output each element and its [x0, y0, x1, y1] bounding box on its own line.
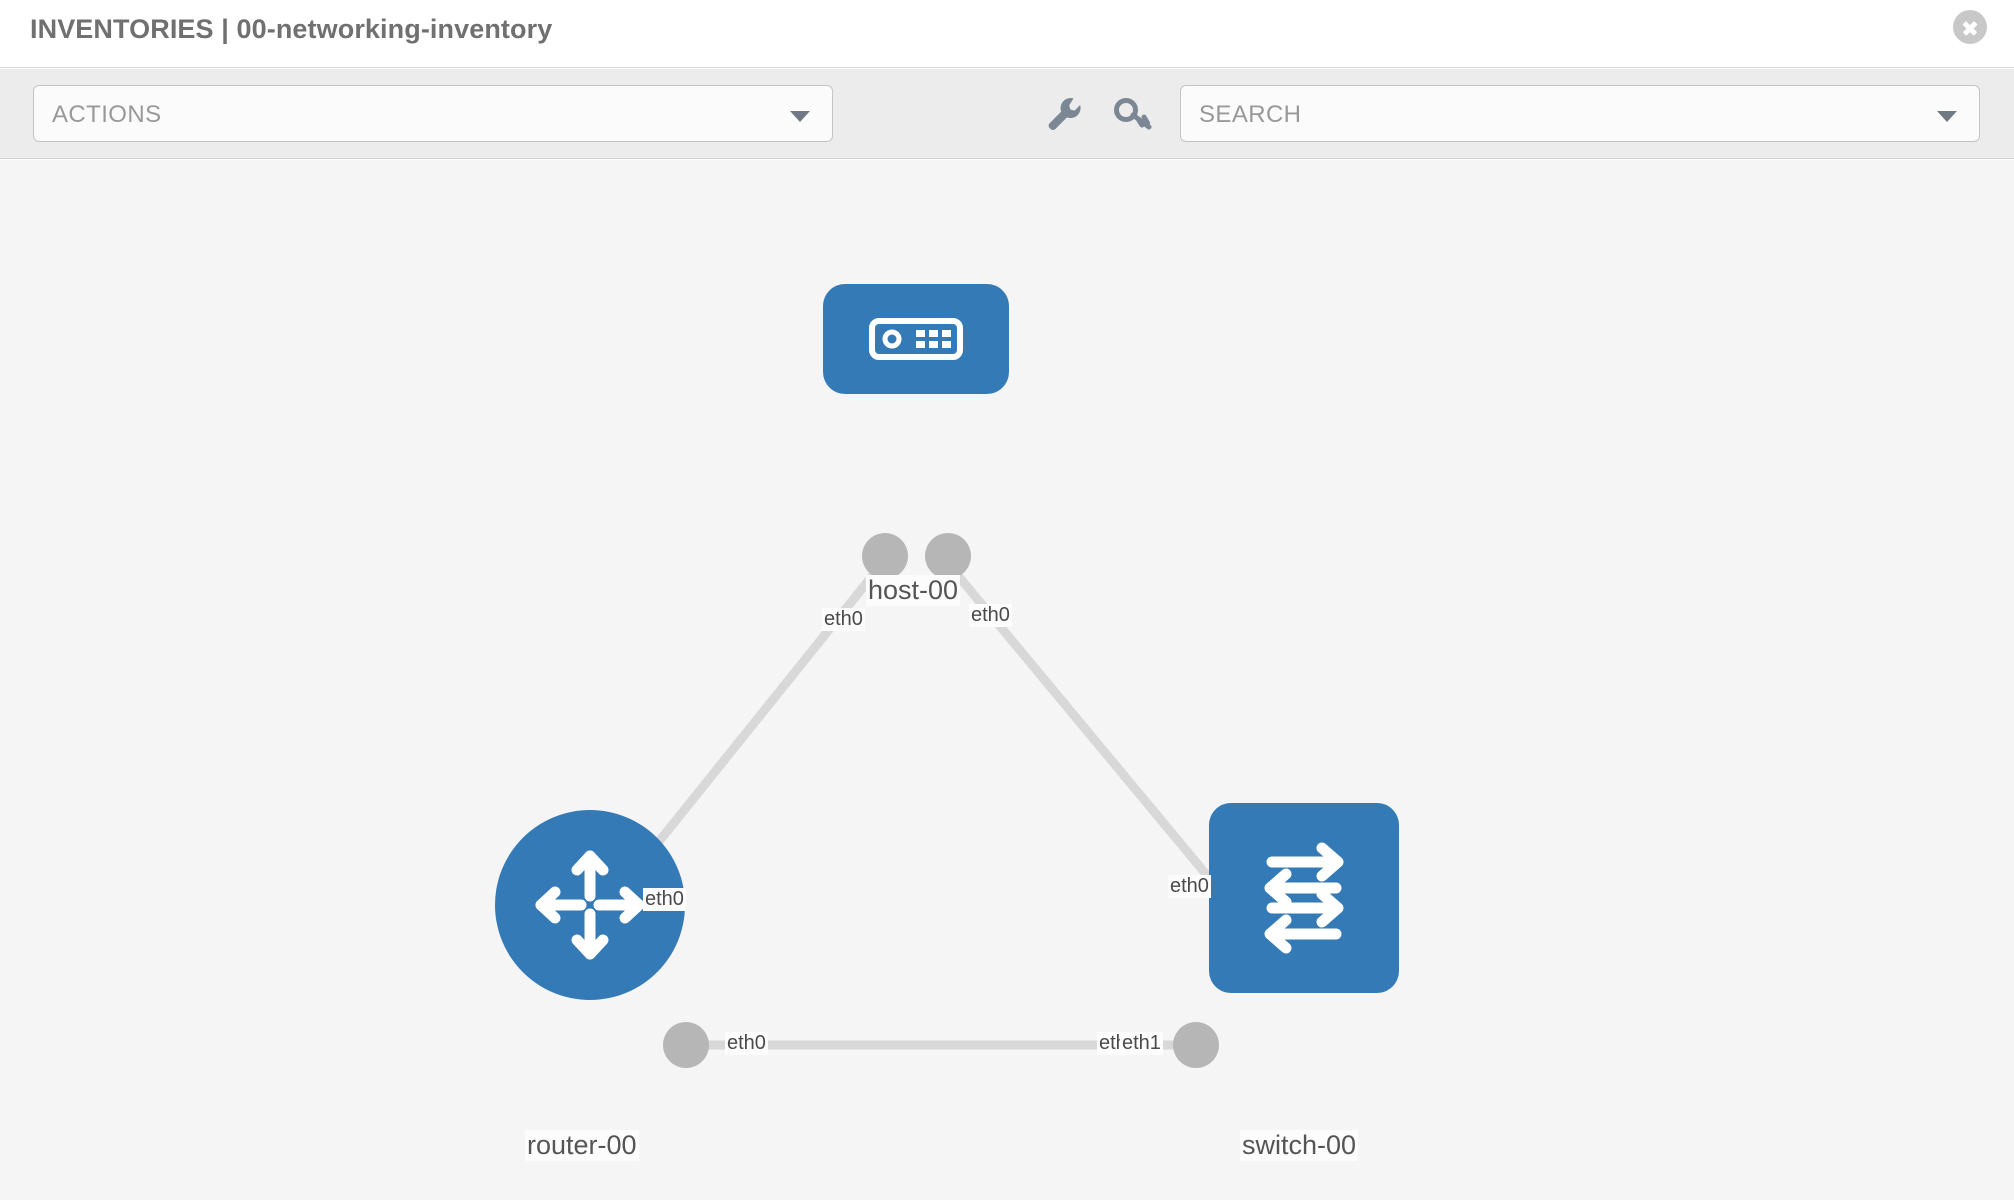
node-label-host: host-00	[866, 575, 961, 606]
chevron-down-icon	[790, 111, 810, 122]
search-input[interactable]: SEARCH	[1180, 85, 1980, 142]
router-arrows-icon	[535, 850, 645, 960]
port-switch-left	[1173, 1022, 1219, 1068]
toolbar: ACTIONS SEARCH	[0, 69, 2014, 159]
page-header: INVENTORIES | 00-networking-inventory	[0, 0, 2014, 68]
edge-label-router-switch-source: eth0	[725, 1032, 768, 1055]
switch-arrows-icon	[1264, 842, 1344, 954]
search-placeholder: SEARCH	[1199, 101, 1302, 128]
node-label-switch: switch-00	[1240, 1130, 1359, 1161]
actions-dropdown-label: ACTIONS	[52, 101, 162, 128]
edge-label-host-router-source: eth0	[822, 608, 865, 631]
node-label-router: router-00	[525, 1130, 639, 1161]
topology-canvas[interactable]: host-00 router-00 switch-00 eth0 eth0 et…	[0, 160, 2014, 1200]
edge-label-router-switch-target: eth1	[1120, 1032, 1163, 1055]
node-host-00[interactable]	[823, 284, 1009, 394]
edge-label-switch-host-target: eth0	[1168, 875, 1211, 898]
port-host-right	[925, 533, 971, 579]
port-router-right	[663, 1022, 709, 1068]
actions-dropdown[interactable]: ACTIONS	[33, 85, 833, 142]
server-icon	[869, 318, 963, 360]
chevron-down-icon	[1937, 111, 1957, 122]
wrench-icon[interactable]	[1040, 89, 1088, 137]
close-icon[interactable]	[1953, 10, 1987, 44]
key-icon[interactable]	[1108, 89, 1156, 137]
edge-label-host-switch-source: eth0	[969, 604, 1012, 627]
edge-label-router-host-target: eth0	[643, 888, 686, 911]
node-switch-00[interactable]	[1209, 803, 1399, 993]
port-host-left	[862, 533, 908, 579]
page-title: INVENTORIES | 00-networking-inventory	[30, 14, 553, 44]
